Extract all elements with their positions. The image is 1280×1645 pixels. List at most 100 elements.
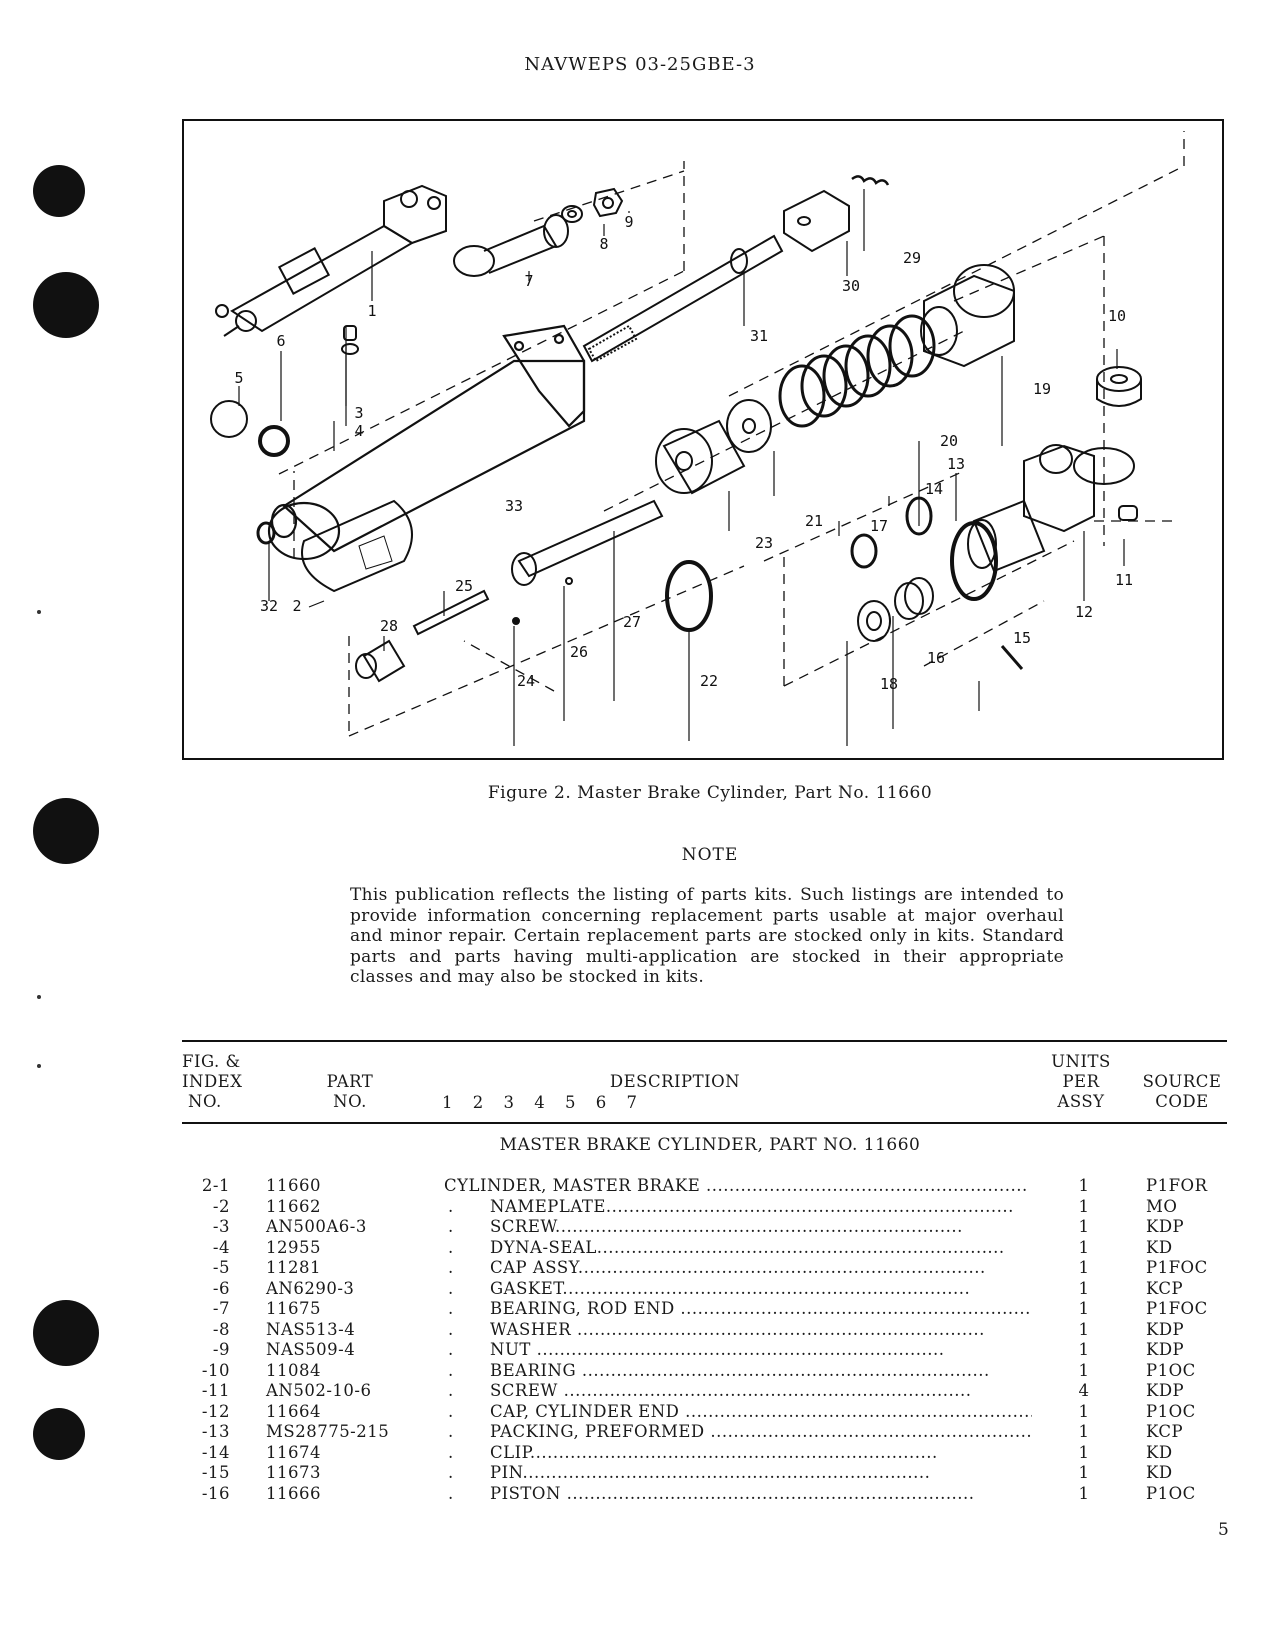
source-code: P1FOC bbox=[1146, 1258, 1208, 1277]
callout-29: 29 bbox=[903, 249, 921, 267]
index-no: -10 bbox=[201, 1360, 230, 1380]
callout-21: 21 bbox=[805, 512, 823, 530]
units-per-assy: 1 bbox=[1078, 1483, 1090, 1503]
callout-26: 26 bbox=[570, 643, 588, 661]
callout-6: 6 bbox=[276, 332, 285, 350]
callout-14: 14 bbox=[925, 480, 943, 498]
description-text: WASHER bbox=[490, 1319, 572, 1339]
indent-dot: . bbox=[448, 1340, 454, 1359]
header-units-per-assy: UNITS PER ASSY bbox=[1046, 1052, 1116, 1112]
description: .NAMEPLATE..............................… bbox=[448, 1196, 1014, 1216]
description: .SCREW..................................… bbox=[448, 1217, 963, 1236]
table-row: -3 AN500A6-3 .SCREW.....................… bbox=[0, 1217, 1280, 1237]
description-text: BEARING bbox=[490, 1360, 577, 1380]
table-top-rule bbox=[182, 1040, 1227, 1042]
callout-15: 15 bbox=[1013, 629, 1031, 647]
callout-20: 20 bbox=[940, 432, 958, 450]
indent-dot: . bbox=[448, 1442, 454, 1462]
part-no: AN500A6-3 bbox=[266, 1217, 367, 1236]
callout-23: 23 bbox=[755, 534, 773, 552]
section-title: MASTER BRAKE CYLINDER, PART NO. 11660 bbox=[499, 1135, 921, 1155]
part-no: 11675 bbox=[266, 1299, 321, 1318]
description: .NUT ...................................… bbox=[448, 1340, 945, 1359]
source-code: KCP bbox=[1146, 1278, 1184, 1298]
description-text: GASKET bbox=[490, 1278, 563, 1298]
index-no: -14 bbox=[201, 1442, 230, 1462]
part-no: 11662 bbox=[266, 1196, 321, 1216]
description-text: CAP ASSY bbox=[490, 1258, 578, 1277]
table-row: -2 11662 .NAMEPLATE.....................… bbox=[0, 1197, 1280, 1217]
part-no: NAS509-4 bbox=[266, 1340, 356, 1359]
source-code: KCP bbox=[1146, 1422, 1184, 1441]
document-number: NAVWEPS 03-25GBE-3 bbox=[524, 54, 756, 75]
description: .PIN....................................… bbox=[448, 1463, 931, 1482]
header-fig-index-line2: INDEX bbox=[182, 1072, 243, 1091]
source-code: P1OC bbox=[1146, 1401, 1196, 1421]
part-no: MS28775-215 bbox=[266, 1422, 390, 1441]
part-no: NAS513-4 bbox=[266, 1319, 356, 1339]
callout-13: 13 bbox=[947, 455, 965, 473]
index-no: -11 bbox=[201, 1381, 230, 1400]
table-row: -4 12955 .DYNA-SEAL.....................… bbox=[0, 1238, 1280, 1258]
part-no: 11281 bbox=[266, 1258, 321, 1277]
index-no: -13 bbox=[201, 1422, 230, 1441]
table-row: -6 AN6290-3 .GASKET.....................… bbox=[0, 1279, 1280, 1299]
description-text: DYNA-SEAL bbox=[490, 1237, 597, 1257]
indent-dot: . bbox=[448, 1401, 454, 1421]
header-source-code: SOURCE CODE bbox=[1140, 1072, 1224, 1112]
header-units-line1: UNITS bbox=[1051, 1052, 1111, 1071]
margin-speck bbox=[37, 610, 41, 614]
header-part-no-line1: PART bbox=[326, 1072, 374, 1091]
table-row: -10 11084 .BEARING .....................… bbox=[0, 1361, 1280, 1381]
description: .GASKET.................................… bbox=[448, 1278, 971, 1298]
binder-hole bbox=[33, 165, 85, 217]
callout-16: 16 bbox=[927, 649, 945, 667]
part-no: 12955 bbox=[266, 1237, 321, 1257]
callout-1: 1 bbox=[367, 302, 376, 320]
units-per-assy: 1 bbox=[1078, 1463, 1090, 1482]
indent-dot: . bbox=[448, 1196, 454, 1216]
callout-10: 10 bbox=[1108, 307, 1126, 325]
description-text: NAMEPLATE bbox=[490, 1196, 606, 1216]
description-text: BEARING, ROD END bbox=[490, 1299, 675, 1318]
callout-33: 33 bbox=[505, 497, 523, 515]
exploded-view-drawing: 1 2 3 4 5 6 7 8 9 10 11 12 13 14 15 16 1… bbox=[210, 131, 1185, 746]
indent-dot: . bbox=[448, 1258, 454, 1277]
part-no: 11666 bbox=[266, 1483, 321, 1503]
callout-30: 30 bbox=[842, 277, 860, 295]
source-code: P1OC bbox=[1146, 1483, 1196, 1503]
description: .WASHER ................................… bbox=[448, 1319, 985, 1339]
units-per-assy: 1 bbox=[1078, 1176, 1090, 1195]
source-code: P1FOC bbox=[1146, 1299, 1208, 1318]
indent-dot: . bbox=[448, 1483, 454, 1503]
callout-3: 3 bbox=[354, 404, 363, 422]
source-code: KD bbox=[1146, 1463, 1173, 1482]
table-row: -5 11281 .CAP ASSY......................… bbox=[0, 1258, 1280, 1278]
source-code: KDP bbox=[1146, 1381, 1185, 1400]
header-units-line3: ASSY bbox=[1057, 1092, 1105, 1111]
units-per-assy: 1 bbox=[1078, 1258, 1090, 1277]
description: .BEARING ...............................… bbox=[448, 1360, 990, 1380]
description: .CAP ASSY...............................… bbox=[448, 1258, 986, 1277]
source-code: KD bbox=[1146, 1442, 1173, 1462]
header-fig-index: FIG. & INDEX NO. bbox=[182, 1052, 246, 1112]
part-no: 11084 bbox=[266, 1360, 321, 1380]
margin-speck bbox=[37, 1064, 41, 1068]
binder-hole bbox=[33, 1408, 85, 1460]
units-per-assy: 1 bbox=[1078, 1401, 1090, 1421]
part-no: 11664 bbox=[266, 1401, 321, 1421]
part-no: AN6290-3 bbox=[266, 1278, 355, 1298]
index-no: 2-1 bbox=[201, 1176, 230, 1195]
callout-31: 31 bbox=[750, 327, 768, 345]
units-per-assy: 4 bbox=[1078, 1381, 1090, 1400]
binder-hole bbox=[33, 798, 99, 864]
units-per-assy: 1 bbox=[1078, 1442, 1090, 1462]
description: .BEARING, ROD END ......................… bbox=[448, 1299, 1032, 1318]
part-no: AN502-10-6 bbox=[266, 1381, 372, 1400]
index-no: -15 bbox=[201, 1463, 230, 1482]
units-per-assy: 1 bbox=[1078, 1299, 1090, 1318]
note-title: NOTE bbox=[681, 845, 739, 865]
page-number: 5 bbox=[1218, 1520, 1229, 1540]
header-source-line1: SOURCE bbox=[1142, 1072, 1222, 1091]
callout-32: 32 bbox=[260, 597, 278, 615]
